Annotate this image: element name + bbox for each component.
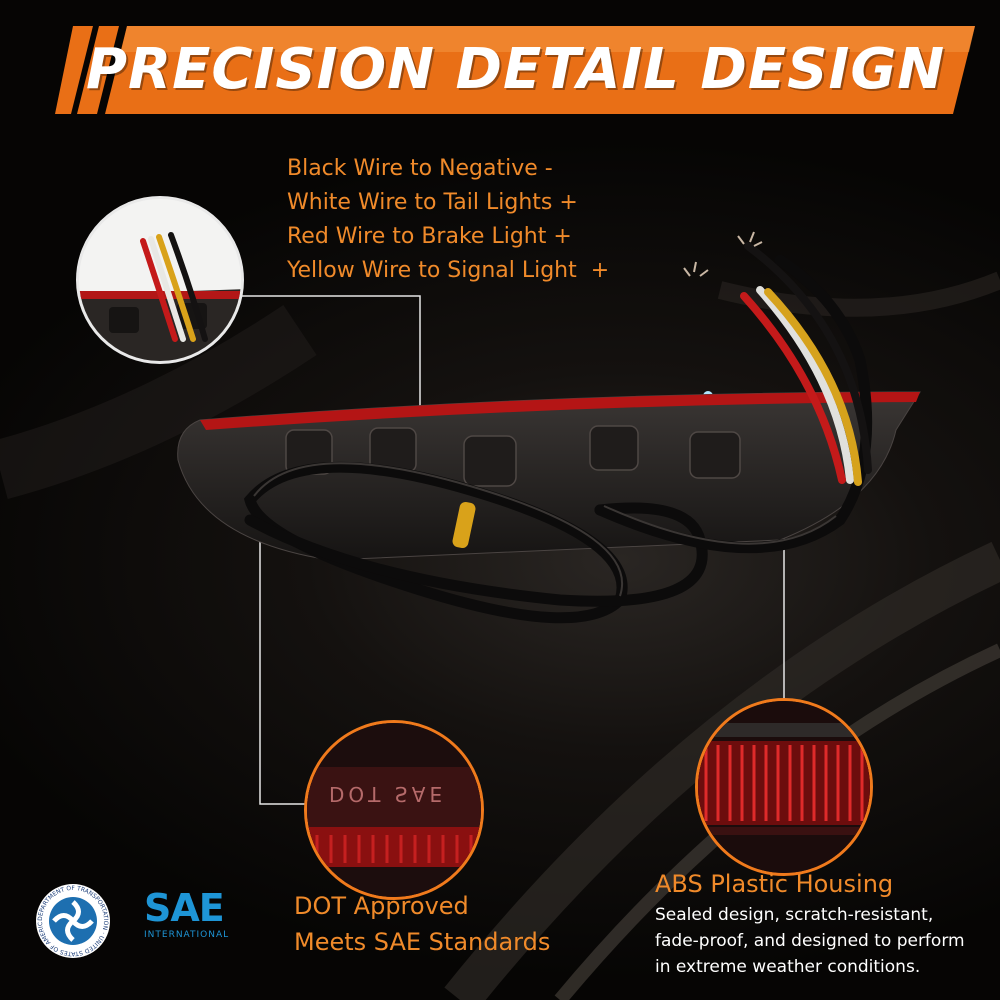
sae-logo-subtitle: INTERNATIONAL [144, 930, 230, 940]
wire-closeup-image [79, 199, 241, 361]
wire-detail-circle [76, 196, 244, 364]
dot-logo: DEPARTMENT OF TRANSPORTATION · UNITED ST… [32, 877, 110, 958]
dot-lens-closeup: DOT SAE [307, 723, 481, 897]
page-title: PRECISION DETAIL DESIGN [86, 37, 946, 102]
wire-white-label: White Wire to Tail Lights + [287, 190, 578, 215]
dot-approved-label: DOT Approved [294, 892, 469, 920]
dot-approval-text: DOT Approved Meets SAE Standards [294, 888, 550, 960]
wire-red-label: Red Wire to Brake Light + [287, 224, 572, 249]
sae-logo: SAE INTERNATIONAL [144, 888, 240, 948]
lens-marking-text: DOT SAE [329, 782, 446, 806]
abs-housing-title: ABS Plastic Housing [655, 870, 894, 898]
abs-housing-description: Sealed design, scratch-resistant, fade-p… [655, 905, 965, 977]
sae-logo-word: SAE [144, 886, 225, 930]
sae-standards-label: Meets SAE Standards [294, 928, 551, 956]
wire-instructions: Black Wire to Negative - White Wire to T… [287, 152, 707, 288]
wire-yellow-label: Yellow Wire to Signal Light + [287, 258, 610, 283]
abs-housing-closeup [698, 701, 870, 873]
wire-black-label: Black Wire to Negative - [287, 156, 553, 181]
dot-callout-line [259, 458, 306, 805]
abs-housing-circle [695, 698, 873, 876]
dot-lens-circle: DOT SAE [304, 720, 484, 900]
title-banner [55, 26, 975, 114]
